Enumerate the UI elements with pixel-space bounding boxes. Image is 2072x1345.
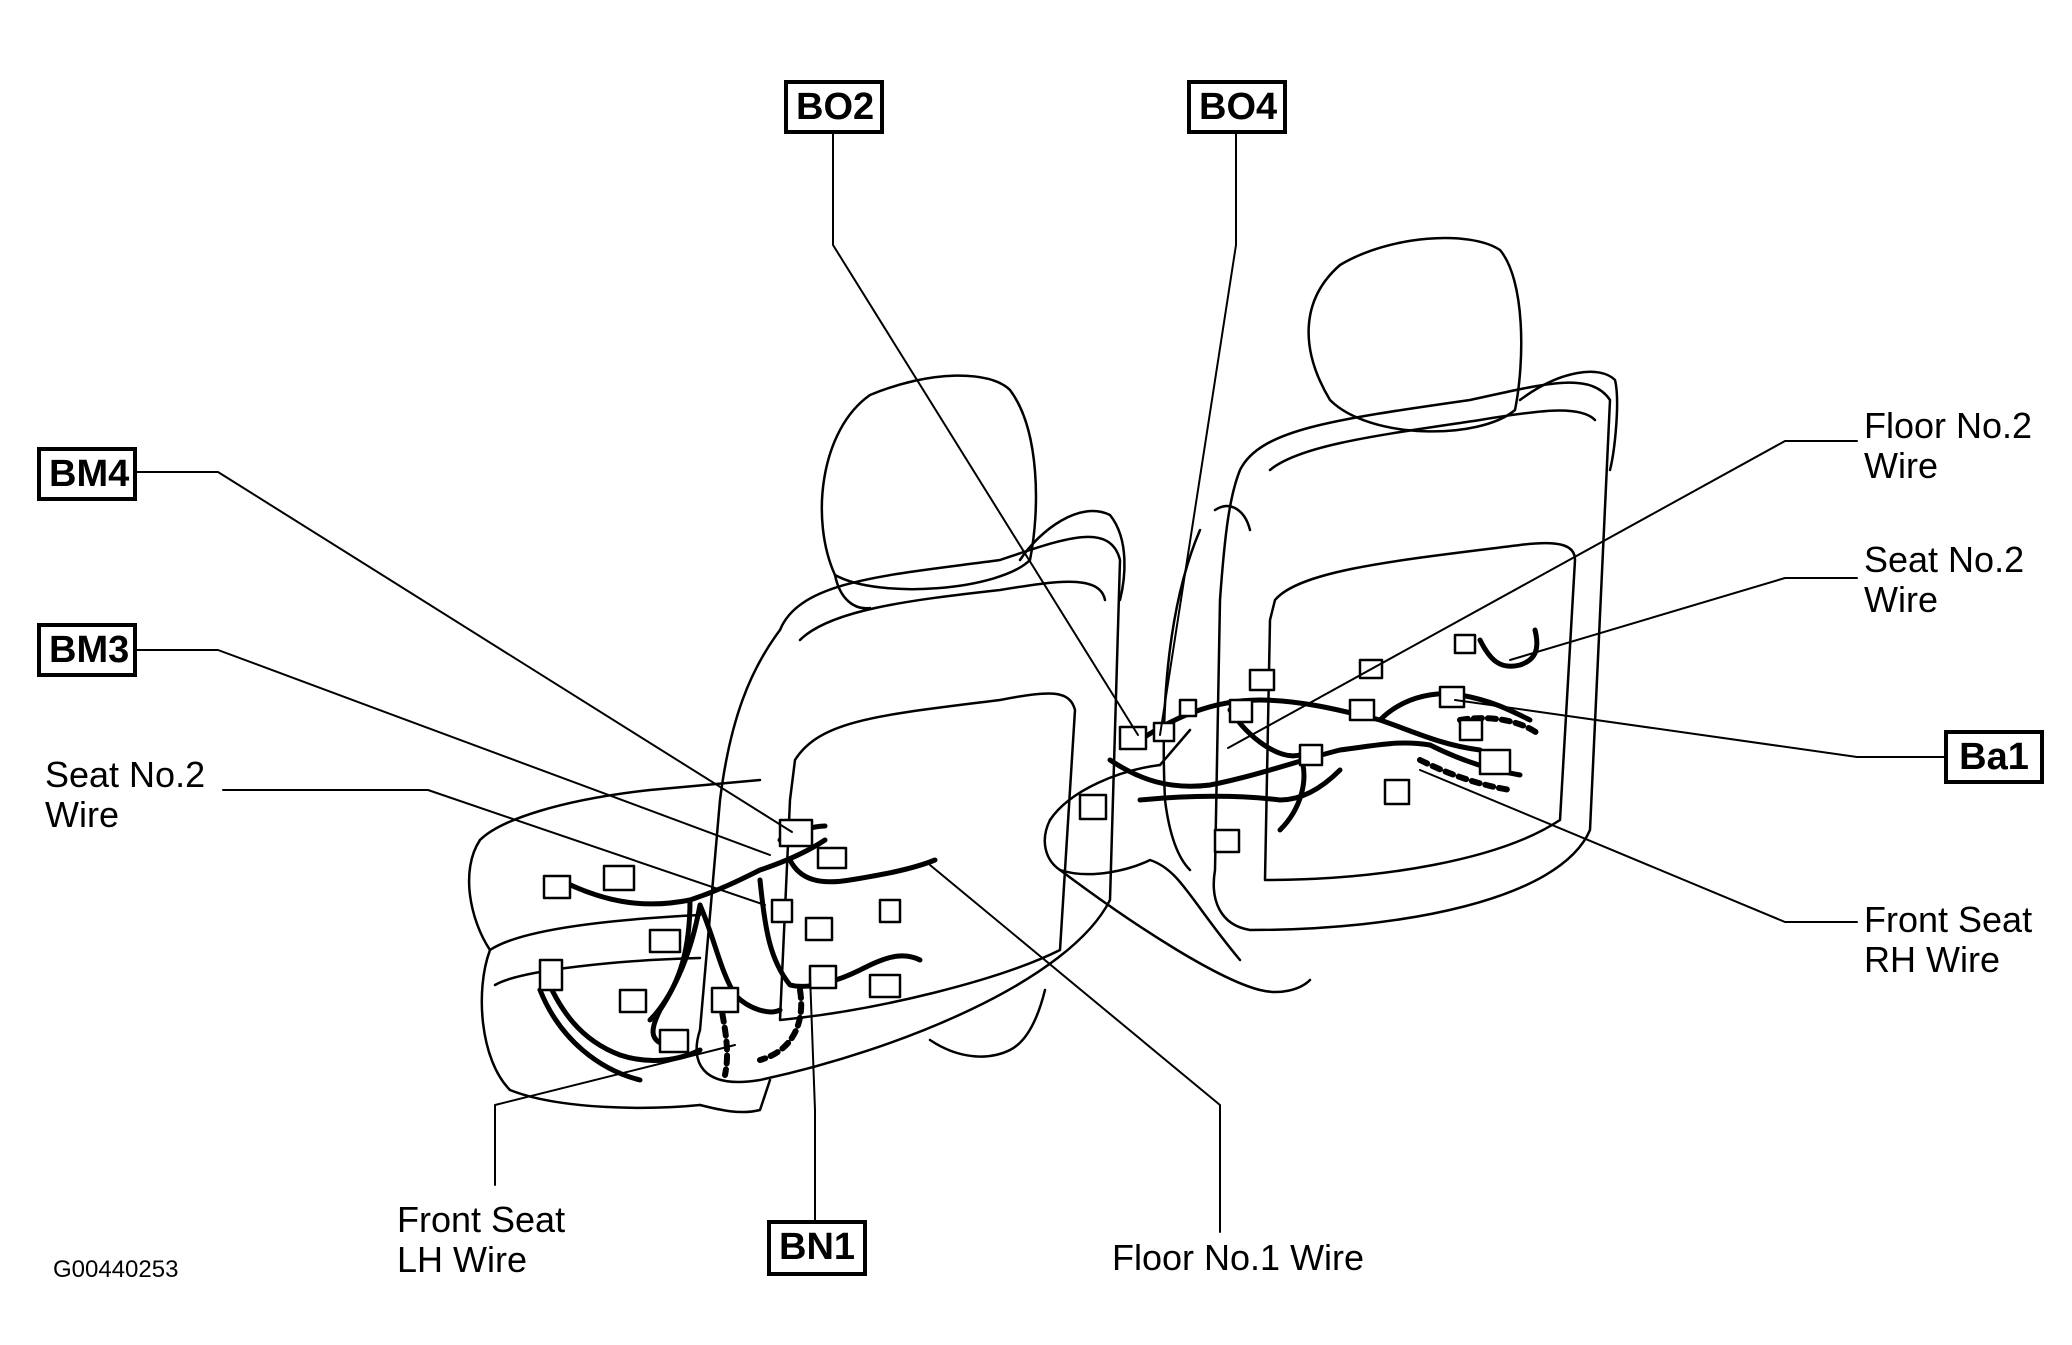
label-seat-no2-wire-left: Seat No.2 Wire [45, 755, 205, 835]
connector-bn1: BN1 [767, 1220, 867, 1276]
connector-bm3: BM3 [37, 623, 137, 677]
leader-ba1 [1454, 699, 1945, 758]
label-line: Front Seat [1864, 899, 2033, 940]
leader-bo2 [832, 131, 1139, 736]
figure-code: G00440253 [53, 1256, 179, 1283]
label-line: Wire [1864, 445, 1938, 486]
label-line: LH Wire [397, 1239, 528, 1280]
label-line: Seat No.2 [1864, 539, 2025, 580]
left-seat-connectors [538, 818, 902, 1054]
right-seat [1043, 236, 1619, 994]
label-line: RH Wire [1864, 939, 2000, 980]
leader-floor-no1 [929, 864, 1221, 1233]
label-line: Wire [45, 794, 119, 835]
leader-front-seat-lh [494, 1044, 736, 1186]
leader-seat-no2-right [1509, 577, 1858, 661]
label-line: Front Seat [397, 1199, 566, 1240]
leader-bm4 [135, 471, 793, 833]
left-seat [467, 374, 1126, 1114]
leader-lines [135, 131, 1945, 1236]
label-seat-no2-wire-right: Seat No.2 Wire [1864, 540, 2024, 620]
label-front-seat-rh-wire: Front Seat RH Wire [1864, 900, 2032, 980]
leader-bm3 [135, 649, 771, 856]
label-floor-no1-wire: Floor No.1 Wire [1112, 1237, 1365, 1278]
connector-bo4: BO4 [1187, 80, 1287, 134]
connector-bo2: BO2 [784, 80, 884, 134]
leader-bn1 [809, 974, 816, 1236]
connector-ba1: Ba1 [1944, 730, 2044, 784]
label-front-seat-lh-wire: Front Seat LH Wire [397, 1200, 565, 1280]
connector-bm4: BM4 [37, 447, 137, 501]
left-seat-harness [537, 823, 938, 1083]
leader-bo4 [1159, 131, 1237, 736]
label-line: Seat No.2 [45, 754, 206, 795]
leader-front-seat-rh [1419, 769, 1858, 923]
label-line: Floor No.2 [1864, 405, 2033, 446]
label-line: Wire [1864, 579, 1938, 620]
leader-floor-no2 [1227, 440, 1858, 749]
leader-seat-no2-left [222, 789, 766, 906]
right-seat-connectors [1078, 633, 1512, 854]
label-floor-no2-wire: Floor No.2 Wire [1864, 406, 2032, 486]
